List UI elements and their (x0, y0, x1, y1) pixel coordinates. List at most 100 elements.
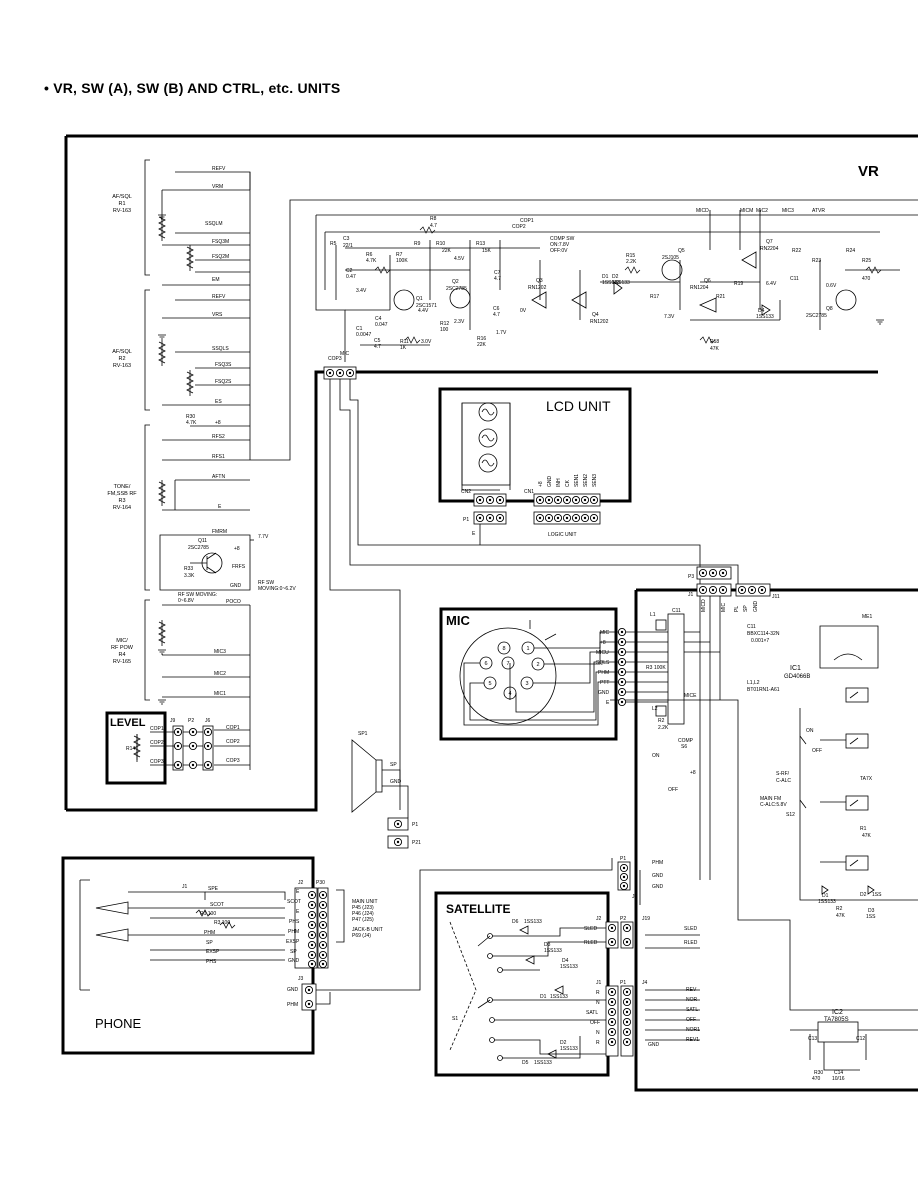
lcd-cn1-label: CN1 (524, 489, 534, 495)
tc-label-q3t: RN1202 (528, 285, 547, 291)
top-circuit-wiring (315, 210, 918, 362)
lcd-cn1-pin-3: INH (556, 478, 562, 487)
level-pin-2: COP2 (150, 740, 164, 746)
tc-label-r10: R10 (436, 241, 445, 247)
sat-j4-pin-3: SATL (686, 1007, 698, 1013)
phone-note-6: P69 (J4) (352, 933, 371, 939)
mid-label-gnd: GND (753, 601, 759, 613)
tc-label-47k2: 47K (710, 346, 720, 352)
tc-label-compon: ON:7.8V (550, 242, 570, 248)
phone-note-4: P47 (J25) (352, 917, 374, 923)
phone-j2: J2 (298, 880, 304, 886)
r3-pin-1: R30 (186, 414, 195, 420)
r2-label-2: R2 (118, 356, 125, 362)
sat-label-d3t: 1SS133 (544, 948, 562, 954)
phone-j2-pin-2: SCOT (287, 899, 301, 905)
lcd-cn1-pin-5: SEN1 (574, 474, 580, 487)
tc-label-v3: 4.5V (454, 256, 465, 262)
satellite-labels: D6 1SS133 D3 1SS133 D4 1SS133 D1 1SS133 … (452, 856, 700, 1066)
q11-label-12: RF SW MOVING: (178, 592, 217, 598)
tc-label-d1: D1 (602, 274, 609, 280)
tc-label-q5: Q5 (678, 248, 685, 254)
speaker (351, 739, 409, 849)
q11-label-8: FRFS (232, 564, 246, 570)
sat-j1-pin-2: N (596, 1000, 600, 1006)
sat-p1-pin-1: PHM (652, 860, 663, 866)
mid-label-pl: PL (734, 606, 740, 612)
level-conn-j6: J6 (205, 718, 211, 724)
sat-j4-pin-7: GND (648, 1042, 660, 1048)
vr-cop3-label: COP3 (226, 758, 240, 764)
lcd-unit-title: LCD UNIT (546, 398, 611, 414)
mic-sig-4: SQLS (596, 660, 610, 666)
tc-label-r5: R5 (330, 241, 337, 247)
level-conn-p2: P2 (188, 718, 194, 724)
phone-jack (79, 879, 286, 991)
r1-pin-4: FSQ3M (212, 239, 229, 245)
mic-pin-4: 4 (508, 691, 511, 697)
tc-label-r7: R7 (396, 252, 403, 258)
lcd-lamps (461, 402, 511, 491)
speaker-gnd: GND (390, 779, 402, 785)
r1-label-3: RV-163 (113, 208, 131, 214)
r3-label-4: RV-164 (113, 505, 131, 511)
tc-label-64v: 6.4V (766, 281, 777, 287)
mic-sig-7: GND (598, 690, 610, 696)
phone-to-main-wiring (316, 858, 613, 1005)
mic-pin-6: 6 (484, 661, 487, 667)
lcd-p1-label: P1 (463, 517, 469, 523)
mid-label-c14v: 10/16 (832, 1076, 845, 1082)
tc-label-v6: 1.7V (496, 330, 507, 336)
mid-label-r2: R2 (658, 718, 665, 724)
tc-label-c2: C2 (346, 268, 353, 274)
lcd-cn1-pin-4: CK (565, 479, 571, 487)
sat-j2-out-1: SLED (684, 926, 697, 932)
mic-sig-8: E (606, 700, 610, 706)
mid-label-on: ON (652, 753, 660, 759)
tc-label-22k: 22K (442, 248, 452, 254)
phone-note-5: JACK-B UNIT (352, 927, 383, 933)
phone-bracket (336, 889, 345, 943)
mid-label-mice: MICE (684, 693, 697, 699)
mid-label-r2b: R2 (836, 906, 843, 912)
sat-j2-pin-1: SLED (584, 926, 597, 932)
level-unit-title: LEVEL (110, 717, 146, 729)
sat-j1-pin-4: OFF (590, 1020, 600, 1026)
mid-label-d2: D2 (860, 892, 867, 898)
tc-label-q1: Q1 (416, 296, 423, 302)
tc-label-v1: 3.4V (356, 288, 367, 294)
tc-label-d2t: 1SS133 (612, 280, 630, 286)
r3-pin-4: RFS2 (212, 434, 225, 440)
tc-label-r25: R25 (862, 258, 871, 264)
tc-label-r15: R15 (626, 253, 635, 259)
tc-label-mic: MIC (340, 351, 350, 357)
tc-label-q5t: 2SJ105 (662, 255, 679, 261)
tc-label-73v: 7.3V (664, 314, 675, 320)
sat-label-d1: D1 (540, 994, 547, 1000)
lcd-cn2-label: CN2 (461, 489, 471, 495)
mid-label-d1t: 1SS133 (818, 899, 836, 905)
satellite-unit-title: SATELLITE (446, 902, 510, 916)
r2-pin-4: FSQ3S (215, 362, 232, 368)
tc-label-c1v: 0.0047 (356, 332, 372, 338)
mic-pin-2: 2 (536, 662, 539, 668)
mid-label-ic1: IC1 (790, 665, 801, 672)
tc-label-c3v: 22/1 (343, 243, 353, 249)
mid-label-on2: ON (806, 728, 814, 734)
tc-label-r12v: 100 (440, 327, 449, 333)
tc-label-c7: C7 (494, 270, 501, 276)
tc-label-c11: C11 (790, 276, 799, 282)
r3-label-1: TONE/ (114, 484, 131, 490)
lcd-logic-label: LOGIC UNIT (548, 532, 577, 538)
r2-pin-6: ES (215, 399, 222, 405)
phone-j2-pin-8: GND (288, 958, 300, 964)
mic-sig-3: MICU (596, 650, 609, 656)
mid-label-me1: ME1 (862, 614, 873, 620)
r1-pin-1: REFV (212, 166, 226, 172)
mid-label-d3: D3 (868, 908, 875, 914)
tc-label-micd: MICD (696, 208, 709, 214)
mid-label-l12t: BT01RN1-A61 (747, 687, 780, 693)
sat-j1-pin-6: R (596, 1040, 600, 1046)
r4-label-2: RF POW (111, 645, 134, 651)
mid-label-d1: D1 (822, 893, 829, 899)
